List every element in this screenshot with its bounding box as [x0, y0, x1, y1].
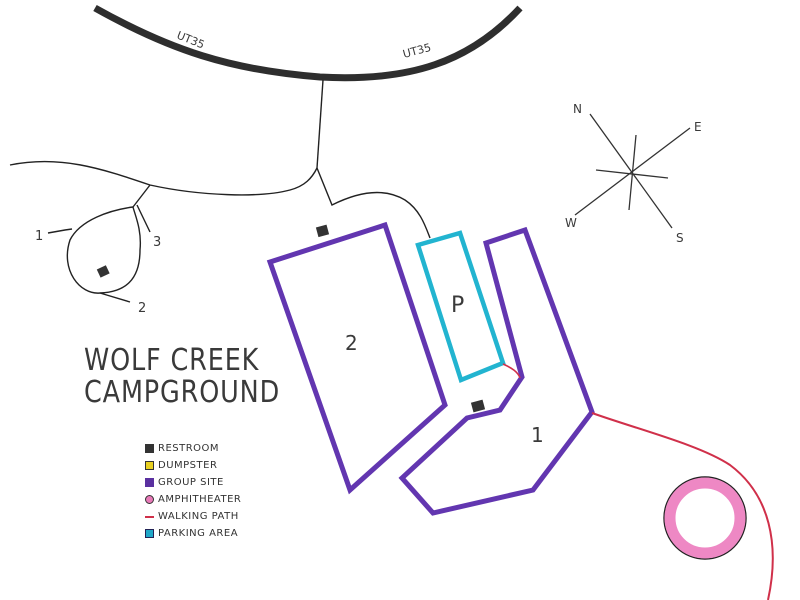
compass-e: E [694, 120, 702, 134]
legend-label: Dumpster [158, 460, 218, 471]
restroom-icon [96, 265, 110, 278]
group-site-1[interactable] [398, 226, 595, 516]
compass-n: N [573, 102, 582, 116]
restroom-icon [145, 444, 154, 453]
restroom-icon [470, 399, 486, 413]
group-site-2-label: 2 [345, 331, 358, 355]
access-roads [9, 79, 431, 303]
legend-item-parking-area: Parking Area [145, 525, 241, 542]
parking-area-icon [145, 529, 154, 538]
parking-label: P [451, 293, 464, 318]
loop-site-2-label: 2 [138, 301, 146, 316]
legend-item-amphitheater: Amphitheater [145, 491, 241, 508]
map-title: WOLF CREEK CAMPGROUND [84, 345, 280, 409]
group-site-icon [145, 478, 154, 487]
legend-label: Amphitheater [158, 494, 242, 505]
parking-area[interactable] [415, 230, 506, 383]
legend-item-walking-path: Walking Path [145, 508, 241, 525]
legend-item-group-site: Group Site [145, 474, 241, 491]
group-site-2[interactable] [266, 221, 448, 495]
loop-site-3-label: 3 [153, 235, 161, 250]
amphitheater-ring [664, 477, 746, 559]
group-site-1-label: 1 [531, 423, 544, 447]
map-title-line2: CAMPGROUND [84, 375, 281, 410]
legend-label: Restroom [158, 443, 220, 454]
compass-w: W [565, 216, 577, 230]
loop-site-1-label: 1 [35, 229, 43, 244]
restroom-icon [315, 224, 330, 238]
highway-ut35 [93, 4, 523, 82]
legend-label: Parking Area [158, 528, 239, 539]
legend-label: Group Site [158, 477, 224, 488]
legend-label: Walking Path [158, 511, 239, 522]
amphitheater[interactable] [663, 476, 747, 560]
legend-item-dumpster: Dumpster [145, 457, 241, 474]
walking-path[interactable] [591, 412, 774, 600]
compass-s: S [676, 231, 684, 245]
map-legend: Restroom Dumpster Group Site Amphitheate… [145, 440, 241, 542]
amphitheater-icon [145, 495, 154, 504]
compass-rose [574, 113, 691, 229]
dumpster-icon [145, 461, 154, 470]
legend-item-restroom: Restroom [145, 440, 241, 457]
walking-path-icon [145, 515, 154, 518]
walking-path[interactable] [502, 363, 521, 379]
map-title-line1: WOLF CREEK [84, 343, 260, 378]
road-label-right: UT35 [401, 41, 432, 61]
